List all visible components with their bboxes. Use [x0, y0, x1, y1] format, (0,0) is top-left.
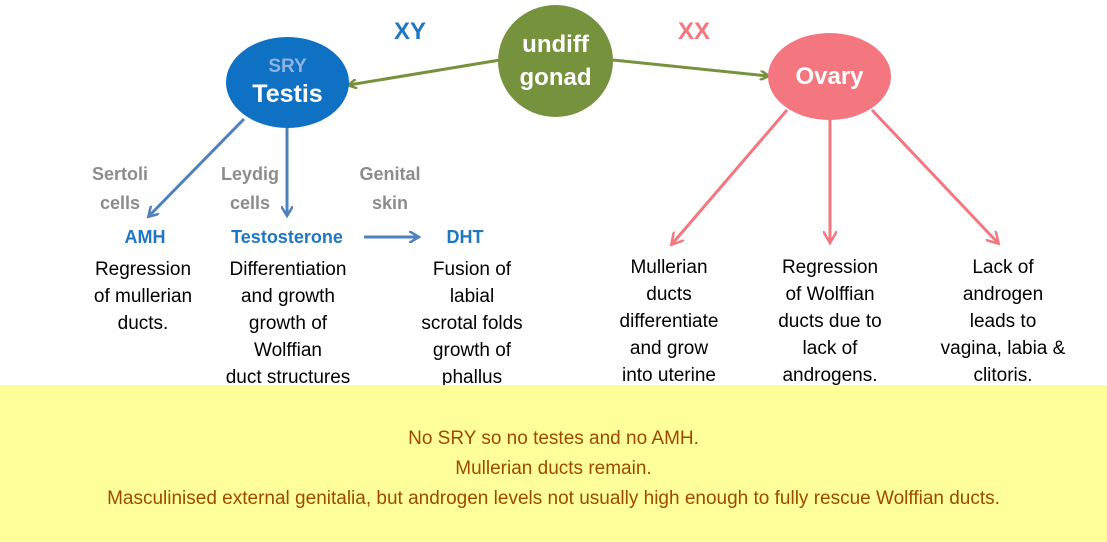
banner-line-3: Masculinised external genitalia, but and…	[107, 488, 1000, 509]
banner-line-1: No SRY so no testes and no AMH.	[408, 428, 699, 449]
testis-label: Testis	[252, 80, 323, 108]
arrow-gonad-to-testis	[349, 58, 501, 85]
sertoli-cells-label: Sertoli cells	[91, 164, 148, 213]
arrow-ovary-to-mullerian	[672, 109, 789, 244]
leydig-cells-label: Leydig cells	[220, 164, 279, 213]
gonad-line2: gonad	[519, 64, 592, 91]
arrow-gonad-to-ovary	[612, 58, 768, 76]
gonad-node: undiff gonad	[498, 5, 613, 117]
xy-label: XY	[393, 18, 426, 45]
testosterone-description: Differentiation and growth growth of Wol…	[225, 259, 351, 388]
arrow-ovary-to-androgen	[870, 108, 998, 243]
dht-label: DHT	[446, 227, 484, 247]
amh-label: AMH	[124, 227, 166, 247]
testosterone-label: Testosterone	[231, 227, 343, 247]
xx-label: XX	[677, 18, 710, 45]
mullerian-description: Mullerian ducts differentiate and grow i…	[619, 257, 719, 386]
banner-line-2: Mullerian ducts remain.	[455, 458, 652, 479]
ovary-label: Ovary	[795, 62, 864, 90]
dht-description: Fusion of labial scrotal folds growth of…	[421, 259, 523, 388]
amh-description: Regression of mullerian ducts.	[93, 259, 193, 334]
wolffian-description: Regression of Wolffian ducts due to lack…	[778, 257, 882, 386]
testis-node: SRY Testis	[226, 37, 349, 128]
ovary-node: Ovary	[768, 33, 891, 120]
genital-skin-label: Genital skin	[359, 164, 421, 213]
testis-sry: SRY	[268, 56, 307, 77]
summary-banner: No SRY so no testes and no AMH. Mulleria…	[0, 385, 1107, 542]
androgen-description: Lack of androgen leads to vagina, labia …	[940, 257, 1066, 386]
arrow-testis-to-amh	[149, 117, 246, 216]
gonad-line1: undiff	[522, 31, 589, 58]
